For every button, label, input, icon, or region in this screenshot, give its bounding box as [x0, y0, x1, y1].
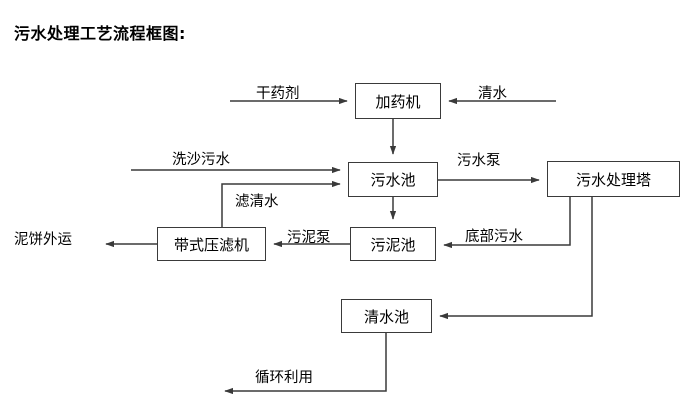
node-sewage-pond[interactable]: 污水池 — [348, 162, 438, 197]
node-sewage-pond-label: 污水池 — [370, 171, 416, 189]
label-sludge-pump: 污泥泵 — [287, 230, 331, 246]
label-sand-wash-sewage: 洗沙污水 — [172, 152, 230, 168]
node-clearwater-pond-label: 清水池 — [363, 307, 409, 326]
node-belt-press[interactable]: 带式压滤机 — [157, 227, 266, 261]
edge-bottom-sewage-to-sludge-pond — [443, 197, 571, 249]
node-sludge-pond[interactable]: 污泥池 — [350, 227, 436, 261]
label-recycle-use: 循环利用 — [255, 370, 313, 386]
edge-filtrate-to-sewage-pond — [221, 180, 341, 227]
node-treatment-tower[interactable]: 污水处理塔 — [547, 161, 680, 197]
edge-clearwater-to-recycle — [224, 333, 387, 395]
label-mud-cake-out: 泥饼外运 — [14, 232, 72, 248]
node-treatment-tower-label: 污水处理塔 — [575, 170, 651, 189]
edge-tower-to-clearwater-pond — [439, 197, 593, 320]
node-dosing-machine[interactable]: 加药机 — [355, 83, 441, 119]
page-title: 污水处理工艺流程框图: — [14, 24, 186, 43]
node-sludge-pond-label: 污泥池 — [370, 235, 416, 254]
label-dry-reagent: 干药剂 — [256, 86, 300, 102]
label-clean-water: 清水 — [478, 86, 507, 102]
label-bottom-sewage: 底部污水 — [465, 229, 523, 245]
node-dosing-machine-label: 加药机 — [375, 92, 421, 111]
node-clearwater-pond[interactable]: 清水池 — [341, 299, 432, 333]
label-filtrate: 滤清水 — [235, 194, 279, 210]
label-sewage-pump: 污水泵 — [457, 153, 501, 169]
node-belt-press-label: 带式压滤机 — [173, 235, 249, 254]
